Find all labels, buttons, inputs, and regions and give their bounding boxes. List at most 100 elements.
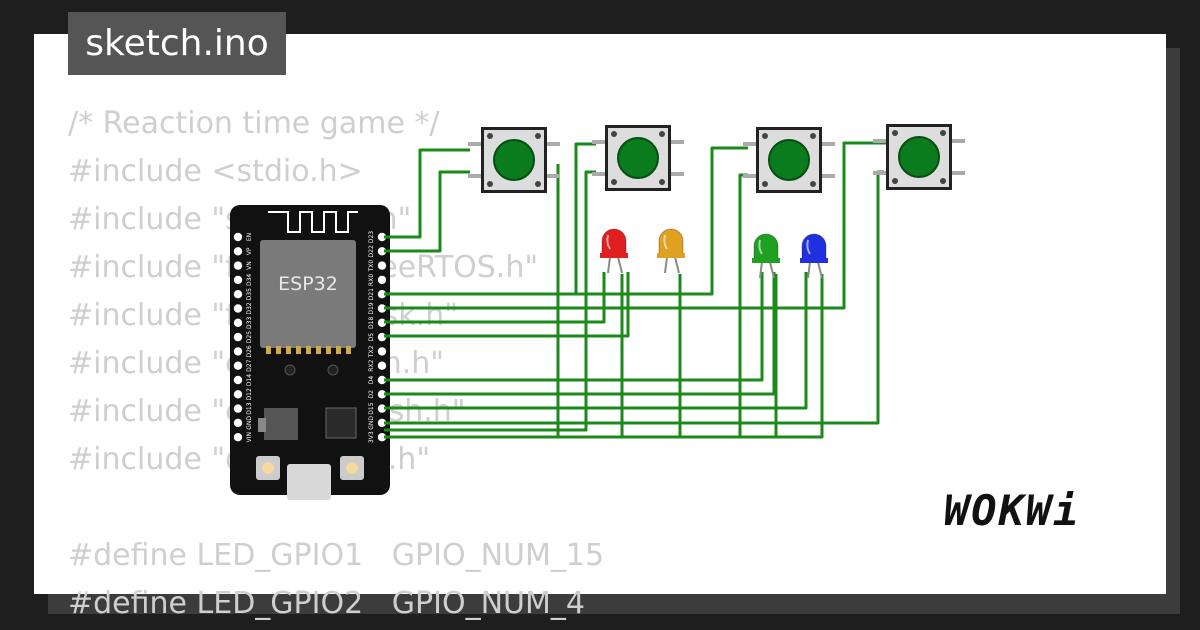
button-corner [762, 133, 768, 139]
pin-label: D4 [368, 376, 375, 385]
wire [384, 274, 778, 439]
left-pin-header: ENVPVND34D35D32D33D25D26D27D14D12D13GNDV… [233, 232, 253, 442]
usb-port [287, 464, 331, 500]
button-corner [611, 179, 617, 185]
esp32-board[interactable]: ESP32 ENVPVND34D35D32D33D25D26D27D14D12D… [230, 205, 390, 500]
pin-VN[interactable] [233, 261, 243, 270]
pin-D26[interactable] [233, 347, 243, 356]
pin-RX2[interactable] [377, 361, 387, 370]
pin-D13[interactable] [233, 404, 243, 413]
wire [384, 170, 884, 425]
pin-label: D15 [368, 402, 375, 414]
pin-label: D18 [368, 316, 375, 328]
button-cap[interactable] [898, 136, 940, 178]
led-lens [753, 233, 779, 263]
pin-TX0[interactable] [377, 261, 387, 270]
pin-VIN[interactable] [233, 433, 243, 442]
button-cap[interactable] [617, 137, 659, 179]
antenna-trace [268, 211, 358, 233]
wire [384, 146, 748, 296]
pushbutton[interactable] [743, 127, 835, 193]
pin-EN[interactable] [233, 232, 243, 242]
button-corner [659, 131, 665, 137]
led-glare [806, 239, 811, 255]
pushbutton[interactable] [468, 127, 560, 193]
pin-label: D13 [246, 402, 253, 414]
button-corner [659, 179, 665, 185]
button-leg [821, 142, 835, 146]
button-corner [611, 131, 617, 137]
button-corner [940, 130, 946, 136]
led-green[interactable] [752, 233, 780, 279]
wokwi-logo[interactable]: WOKWi [944, 486, 1081, 535]
pin-label: D5 [368, 333, 375, 342]
pin-D23[interactable] [377, 232, 387, 242]
led-leg [674, 256, 680, 274]
pin-label: RX2 [368, 359, 375, 371]
pin-D34[interactable] [233, 275, 243, 285]
button-leg [546, 174, 560, 178]
wire [384, 274, 682, 439]
led-leg [607, 256, 611, 274]
wire [384, 272, 808, 410]
pin-D27[interactable] [233, 361, 243, 370]
pin-label: VP [246, 247, 253, 255]
button-cap[interactable] [493, 139, 535, 181]
board-label: ESP32 [278, 273, 338, 295]
button-cap[interactable] [768, 139, 810, 181]
pin-D2[interactable] [377, 390, 387, 399]
led-yellow[interactable] [657, 228, 685, 274]
pin-GND[interactable] [233, 418, 243, 428]
led-blue[interactable] [800, 233, 828, 279]
pin-D12[interactable] [233, 390, 243, 399]
button-corner [810, 133, 816, 139]
led-red[interactable] [600, 228, 628, 274]
pin-D14[interactable] [233, 375, 243, 385]
button-corner [487, 133, 493, 139]
button-leg [592, 172, 606, 176]
pin-label: D19 [368, 302, 375, 314]
button-leg [873, 171, 887, 175]
pushbutton[interactable] [873, 124, 965, 190]
button-corner [940, 178, 946, 184]
pin-label: D34 [246, 274, 253, 286]
pin-D19[interactable] [377, 304, 387, 313]
led-glare [758, 239, 763, 255]
pin-D32[interactable] [233, 304, 243, 313]
pin-VP[interactable] [233, 247, 243, 256]
module-pad [286, 346, 291, 354]
pin-D21[interactable] [377, 290, 387, 299]
wire [384, 170, 470, 253]
button-corner [892, 178, 898, 184]
module-pad [316, 346, 321, 354]
button-leg [821, 174, 835, 178]
pin-TX2[interactable] [377, 347, 387, 356]
button-corner [487, 181, 493, 187]
leds[interactable] [600, 228, 828, 279]
pin-D25[interactable] [233, 332, 243, 342]
button-leg [873, 139, 887, 143]
file-name-tab[interactable]: sketch.ino [68, 12, 286, 75]
button-leg [743, 174, 757, 178]
button-corner [892, 130, 898, 136]
pin-label: D22 [368, 245, 375, 257]
pushbutton[interactable] [592, 125, 684, 191]
pushbuttons[interactable] [468, 124, 965, 193]
led-glare [663, 234, 668, 250]
pin-3V3[interactable] [377, 433, 387, 442]
pin-D35[interactable] [233, 290, 243, 299]
pin-D33[interactable] [233, 318, 243, 327]
pin-label: D33 [246, 316, 253, 328]
pin-label: VN [246, 261, 253, 270]
pin-label: TX2 [368, 345, 375, 358]
pin-GND[interactable] [377, 418, 387, 428]
pin-D4[interactable] [377, 375, 387, 385]
module-pad [266, 346, 271, 354]
button-corner [535, 181, 541, 187]
pin-label: D23 [368, 231, 375, 243]
wire [384, 141, 886, 310]
pin-RX0[interactable] [377, 275, 387, 285]
pin-D22[interactable] [377, 247, 387, 256]
button-corner [810, 181, 816, 187]
